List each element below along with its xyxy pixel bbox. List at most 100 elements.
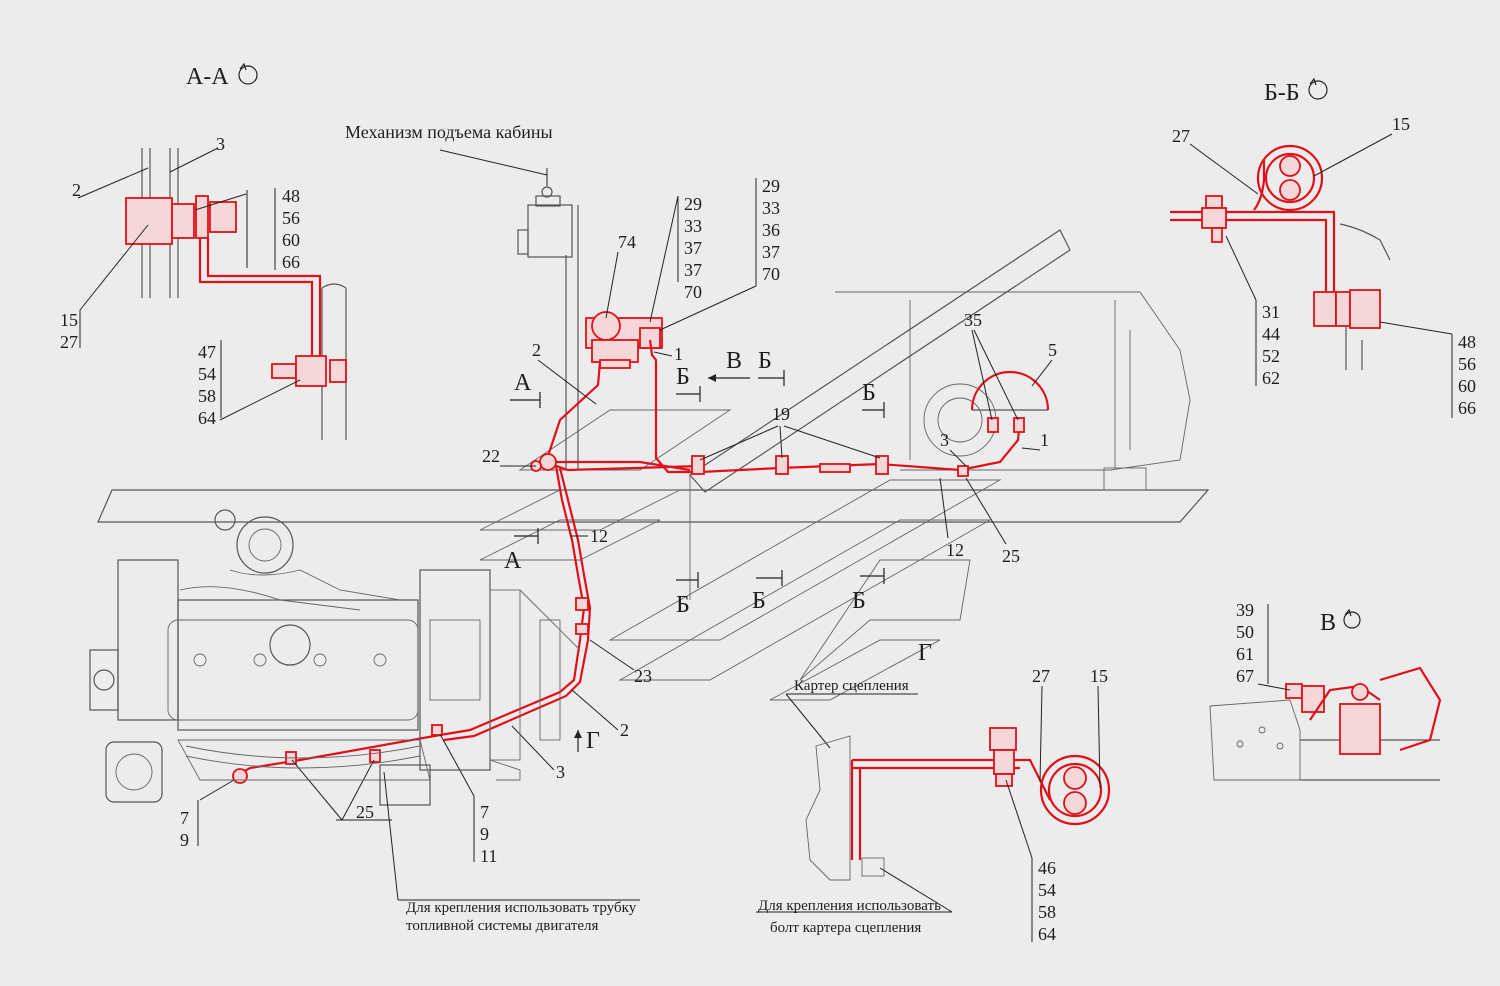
clamp-block — [125, 197, 173, 245]
svg-text:64: 64 — [1038, 924, 1056, 944]
callout-aa-2: 2 — [72, 180, 81, 200]
section-bb-title: Б-Б — [1264, 80, 1300, 106]
svg-text:В: В — [726, 348, 742, 374]
callout-35: 35 — [964, 310, 982, 330]
svg-text:60: 60 — [282, 230, 300, 250]
callout-2-top: 2 — [532, 340, 541, 360]
svg-text:61: 61 — [1236, 644, 1254, 664]
view-g-detail: 27 15 46 54 58 64 Для крепления использо… — [756, 666, 1111, 944]
svg-text:56: 56 — [1458, 354, 1476, 374]
cab-outline — [835, 291, 1191, 471]
callout-g-27: 27 — [1032, 666, 1050, 686]
callout-25-bottom: 25 — [356, 802, 374, 822]
svg-text:36: 36 — [762, 220, 780, 240]
svg-text:50: 50 — [1236, 622, 1254, 642]
svg-text:Б: Б — [676, 364, 690, 390]
rotation-icon — [1343, 608, 1361, 629]
callout-1-right: 1 — [1040, 430, 1049, 450]
main-pipeline — [232, 339, 1022, 784]
svg-text:7: 7 — [480, 802, 489, 822]
frame-rail — [97, 489, 1210, 523]
callout-stack-29-33-37-37-70: 29 33 37 37 70 — [649, 194, 702, 323]
svg-text:7: 7 — [180, 808, 189, 828]
section-aa-detail: А-А 2 3 48 — [60, 62, 347, 440]
svg-text:33: 33 — [684, 216, 702, 236]
callout-1-top: 1 — [674, 344, 683, 364]
svg-text:39: 39 — [1236, 600, 1254, 620]
callout-aa-3: 3 — [216, 134, 225, 154]
callout-19: 19 — [772, 404, 790, 424]
svg-text:А: А — [504, 548, 522, 574]
callout-stack-aa-left: 15 27 — [60, 310, 78, 352]
svg-text:15: 15 — [60, 310, 78, 330]
svg-text:47: 47 — [198, 342, 216, 362]
rotation-icon — [1308, 77, 1328, 100]
svg-text:48: 48 — [282, 186, 300, 206]
callout-stack-aa-top: 48 56 60 66 — [274, 186, 300, 272]
svg-text:Г: Г — [918, 640, 932, 666]
svg-text:56: 56 — [282, 208, 300, 228]
main-view: Механизм подъема кабины 74 29 33 37 37 7… — [89, 122, 1210, 934]
svg-text:66: 66 — [282, 252, 300, 272]
ribbon-plate-lower — [608, 479, 1002, 641]
svg-text:70: 70 — [762, 264, 780, 284]
svg-text:Б: Б — [676, 592, 690, 618]
callout-22: 22 — [482, 446, 500, 466]
svg-text:37: 37 — [684, 260, 702, 280]
callout-stack-aa-bottom: 47 54 58 64 — [198, 342, 216, 428]
svg-text:46: 46 — [1038, 858, 1056, 878]
svg-text:9: 9 — [480, 824, 489, 844]
view-v-title: В — [1320, 610, 1336, 636]
svg-text:11: 11 — [480, 846, 497, 866]
callout-12-left: 12 — [590, 526, 608, 546]
svg-text:29: 29 — [762, 176, 780, 196]
svg-text:9: 9 — [180, 830, 189, 850]
svg-text:29: 29 — [684, 194, 702, 214]
callout-bb-15: 15 — [1392, 114, 1410, 134]
svg-text:Б: Б — [852, 588, 866, 614]
note-clutch-bolt-line2: болт картера сцепления — [770, 920, 921, 936]
callout-stack-7-9-11: 7 9 11 — [439, 733, 497, 866]
note-fuel-tube-line2: топливной системы двигателя — [406, 918, 599, 934]
callout-3-bottom: 3 — [556, 762, 565, 782]
svg-text:67: 67 — [1236, 666, 1254, 686]
note-fuel-tube-line1: Для крепления использовать трубку — [406, 900, 637, 916]
svg-text:70: 70 — [684, 282, 702, 302]
pipe-section-aa — [198, 238, 314, 372]
svg-text:27: 27 — [60, 332, 78, 352]
cab-lift-mechanism — [517, 168, 579, 470]
svg-text:44: 44 — [1262, 324, 1280, 344]
svg-text:33: 33 — [762, 198, 780, 218]
rotation-icon — [238, 62, 258, 85]
callout-bb-27: 27 — [1172, 126, 1190, 146]
svg-text:64: 64 — [198, 408, 216, 428]
callout-23: 23 — [634, 666, 652, 686]
svg-text:Г: Г — [586, 728, 600, 754]
callout-stack-7-9: 7 9 — [180, 779, 235, 850]
callout-stack-g: 46 54 58 64 — [1005, 779, 1056, 944]
svg-text:58: 58 — [198, 386, 216, 406]
svg-text:60: 60 — [1458, 376, 1476, 396]
ribbon-upper — [689, 229, 1071, 493]
svg-text:Б: Б — [752, 588, 766, 614]
callout-stack-v: 39 50 61 67 — [1236, 600, 1291, 691]
svg-text:48: 48 — [1458, 332, 1476, 352]
engine-block — [89, 509, 581, 806]
svg-text:37: 37 — [684, 238, 702, 258]
view-markers: А Б В Б Б А Б Б Б Г — [504, 348, 932, 754]
svg-text:Б: Б — [758, 348, 772, 374]
callout-74: 74 — [618, 232, 636, 252]
svg-text:58: 58 — [1038, 902, 1056, 922]
tank-5 — [970, 370, 1050, 433]
svg-text:52: 52 — [1262, 346, 1280, 366]
note-clutch-bolt-line1: Для крепления использовать — [758, 898, 941, 914]
callout-g-15: 15 — [1090, 666, 1108, 686]
callout-stack-bb-right: 48 56 60 66 — [1379, 321, 1476, 418]
svg-text:Б: Б — [862, 380, 876, 406]
callout-2-bottom: 2 — [620, 720, 629, 740]
callout-12-right: 12 — [946, 540, 964, 560]
caption-cab-lift: Механизм подъема кабины — [345, 122, 553, 142]
callout-stack-bb-left: 31 44 52 62 — [1225, 235, 1280, 388]
